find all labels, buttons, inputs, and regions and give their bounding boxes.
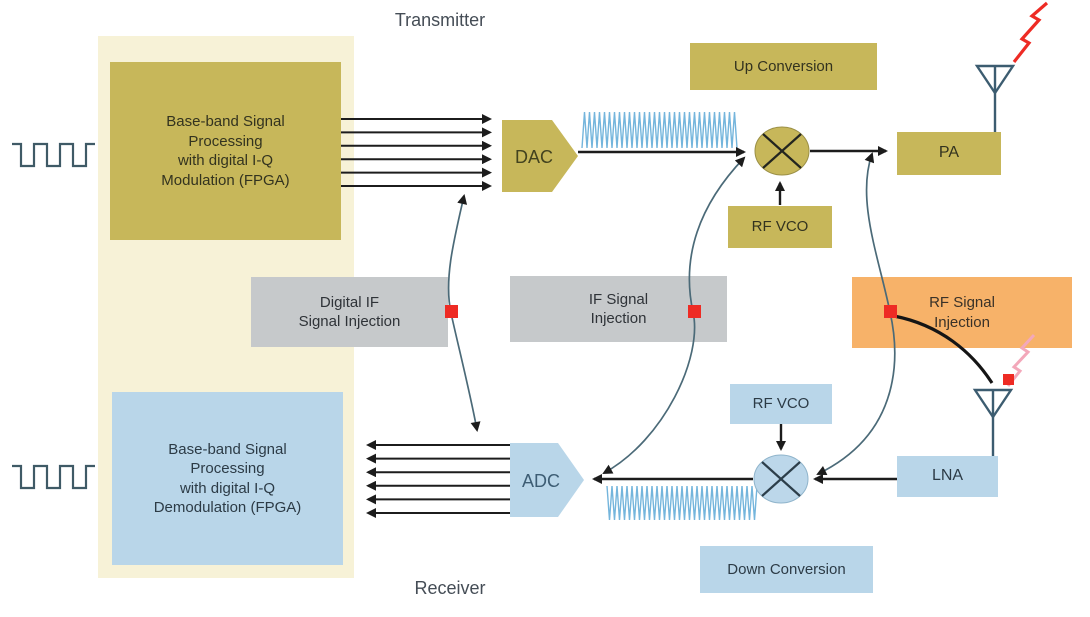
if-injection-point-marker [688,305,701,318]
rf-injection-line: Injection [934,313,990,331]
rx-square-wave-icon [12,464,95,490]
tx-if-wave-icon [581,111,738,149]
rx-antenna-icon [972,388,1014,456]
tx-radiation-bolt-icon [1012,1,1049,63]
rf-injection-point-marker [884,305,897,318]
tx-rf-vco-text: RF VCO [751,218,809,236]
tx-mixer-icon [754,126,810,176]
up-conversion-text: Up Conversion [733,57,834,75]
tx-baseband-line: Processing [188,132,263,150]
digital-if-injection-point-marker [445,305,458,318]
rf-injection-curve [816,152,896,475]
dac-shape [502,120,578,192]
rx-baseband-line: Demodulation (FPGA) [153,499,302,516]
tx-baseband-line: Base-band Signal [166,113,285,130]
rx-mixer-icon [753,454,809,504]
pa-block: PA [897,132,1001,175]
transmitter-title: Transmitter [394,10,486,30]
tx-square-wave-icon [12,142,95,168]
tx-baseband-line: with digital I-Q [177,152,274,169]
digital-if-injection-line: Digital IF [319,293,380,311]
tx-digital-bus [341,114,492,191]
receiver-title: Receiver [414,578,486,598]
lna-block: LNA [897,456,998,497]
rx-baseband-line: Base-band Signal [168,440,287,458]
rx-baseband-block: Base-band Signal Processing with digital… [112,392,343,565]
up-conversion-label: Up Conversion [690,43,877,90]
digital-if-injection-line: Signal Injection [298,313,401,330]
tx-baseband-block: Base-band Signal Processing with digital… [110,62,341,240]
rx-if-wave-icon [606,485,758,521]
digital-if-injection-label: Digital IF Signal Injection [251,277,448,347]
lna-text: LNA [931,467,964,485]
rx-digital-bus [366,440,510,518]
rx-baseband-line: Processing [190,460,265,477]
down-conversion-label: Down Conversion [700,546,873,593]
tx-antenna-icon [974,64,1016,132]
dac-label: DAC [515,147,553,167]
rx-rf-vco-text: RF VCO [752,395,810,413]
rx-antenna-injection-marker [1003,374,1014,385]
down-conversion-text: Down Conversion [727,560,846,578]
if-injection-curve [602,156,746,474]
pa-text: PA [938,144,960,162]
tx-baseband-line: Modulation (FPGA) [161,171,290,189]
rx-rf-vco-block: RF VCO [730,384,832,424]
rx-radiation-bolt-icon [1006,333,1036,387]
rf-injection-to-antenna-curve [893,314,994,384]
rx-baseband-line: with digital I-Q [179,479,276,497]
adc-label: ADC [522,471,560,491]
adc-shape [510,443,584,517]
rf-injection-line: RF Signal [929,294,995,311]
